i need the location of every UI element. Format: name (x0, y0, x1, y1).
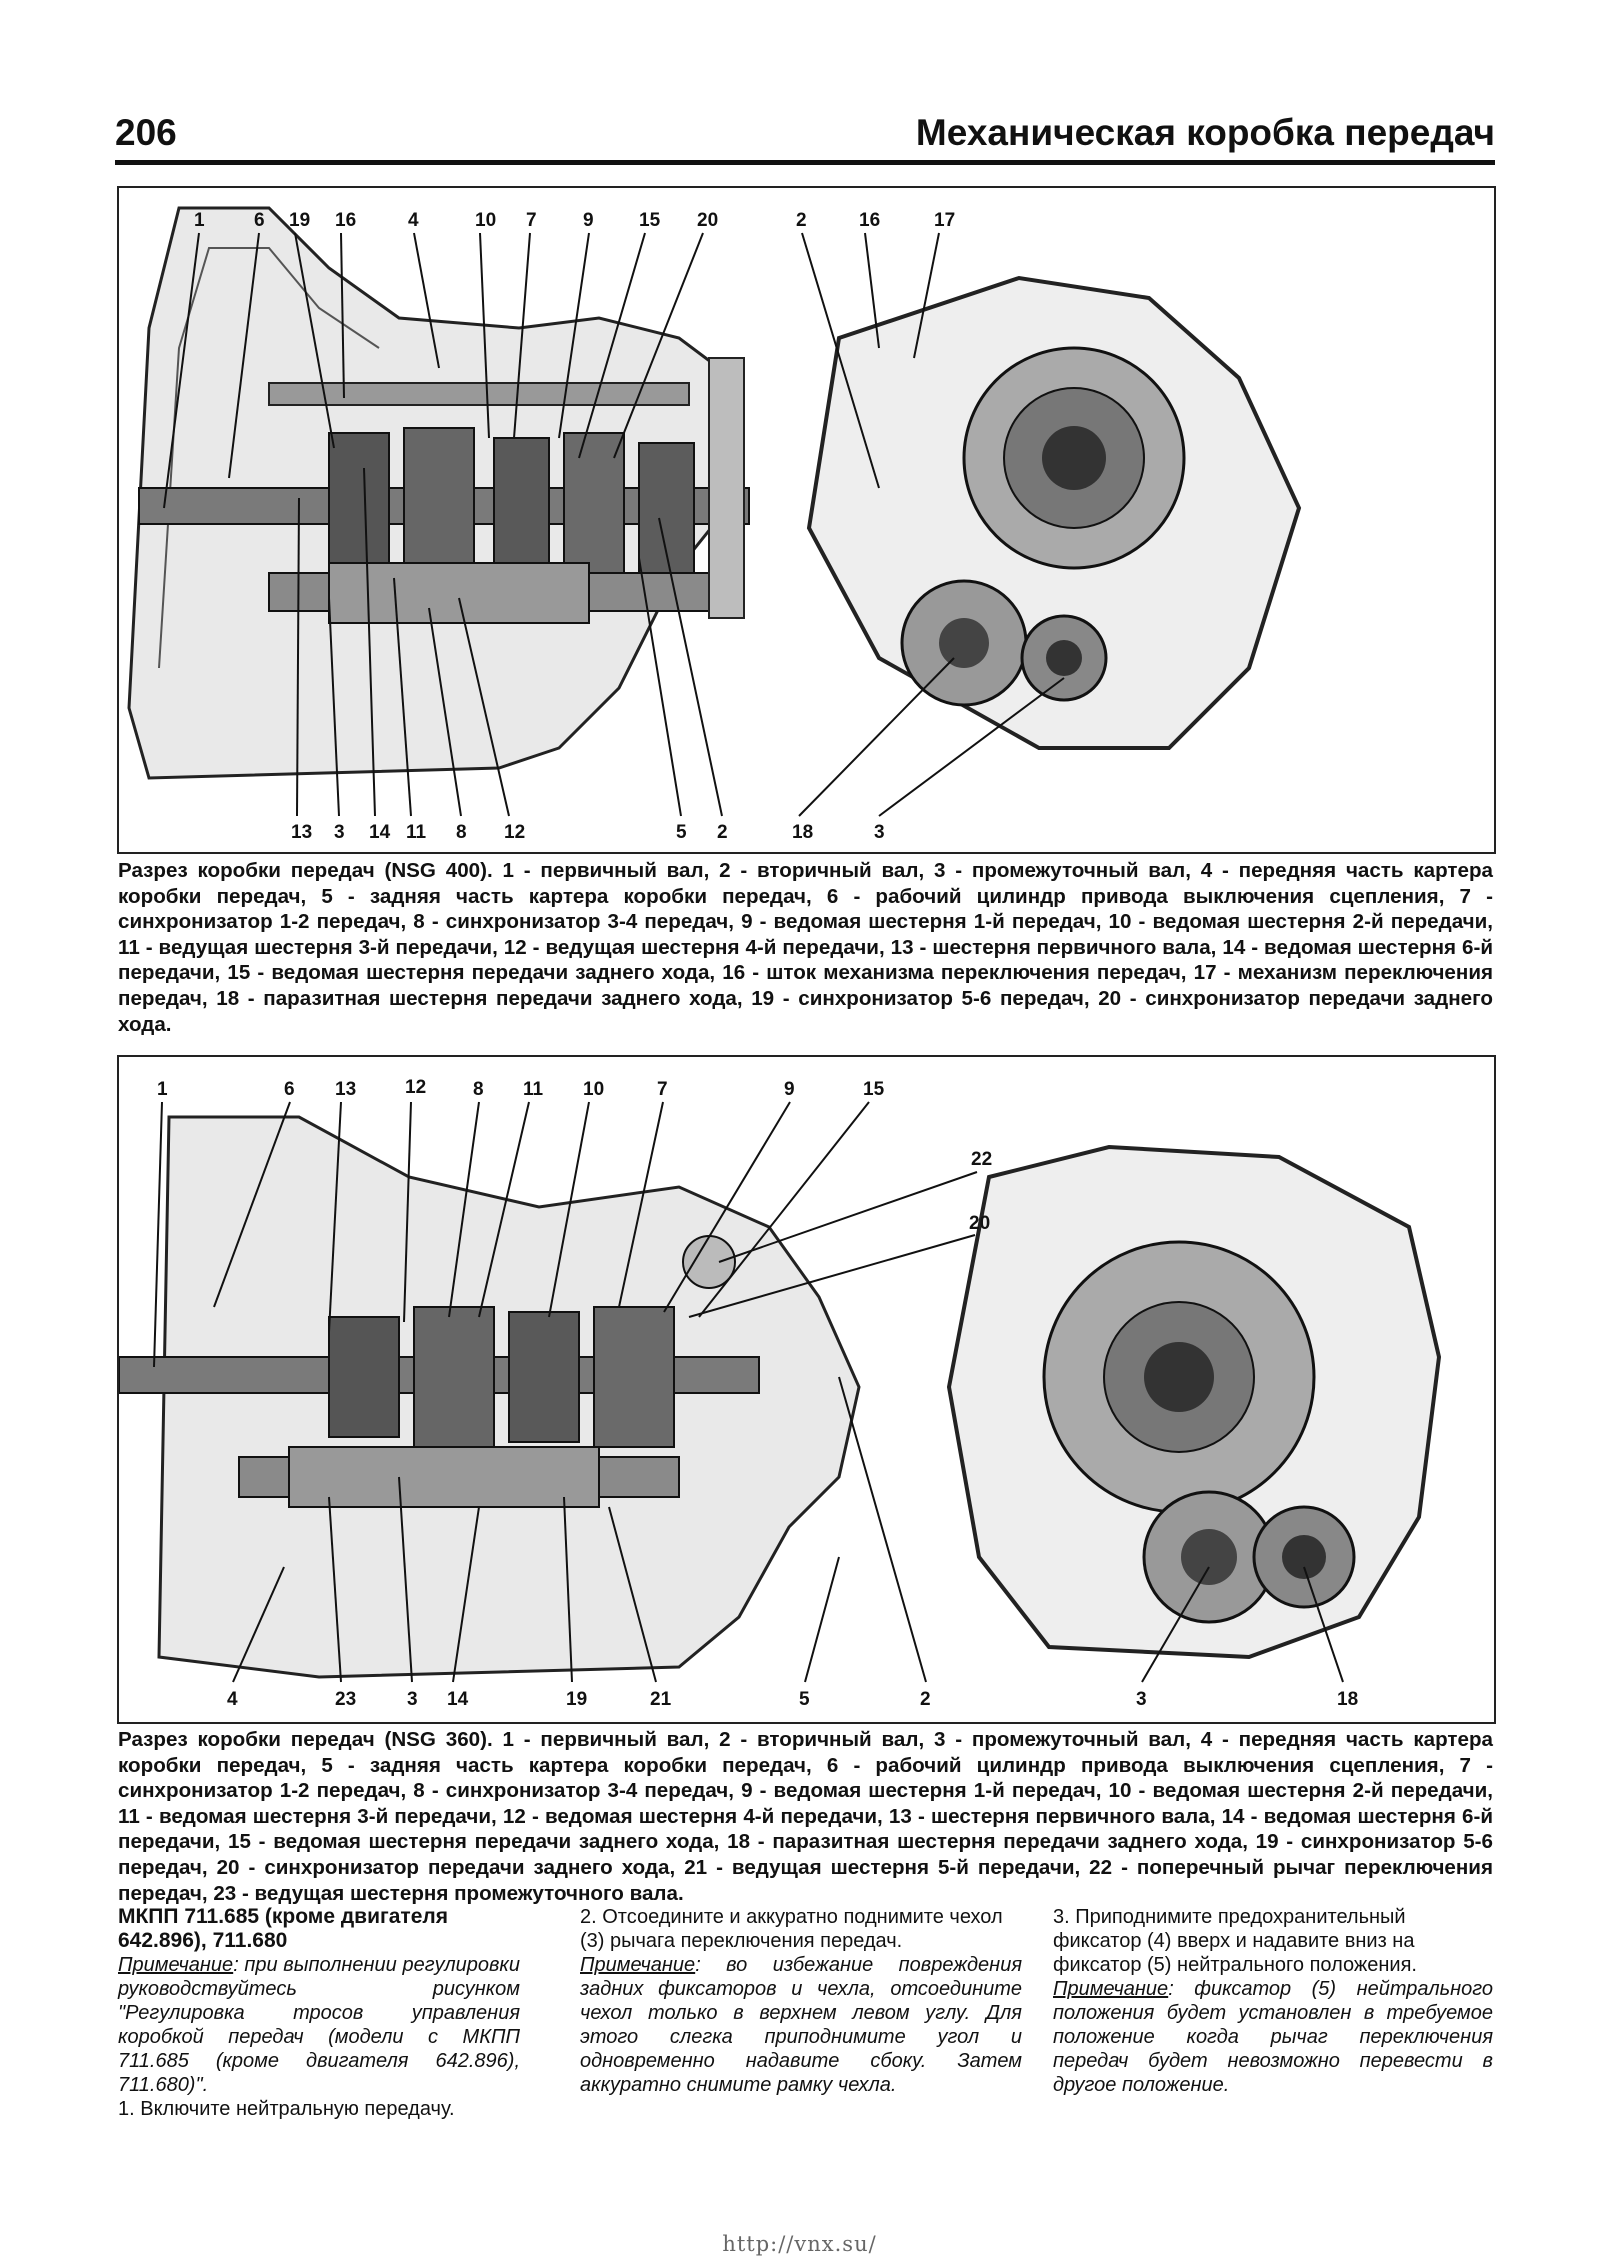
callout: 16 (335, 210, 356, 231)
callout: 13 (291, 822, 312, 843)
text-column-3: 3. Приподнимите предохранительный фиксат… (1053, 1905, 1493, 2097)
callout: 2 (796, 210, 807, 231)
callout: 5 (676, 822, 687, 843)
leader-lines-top (163, 232, 940, 509)
callout: 1 (194, 210, 205, 231)
callout: 19 (289, 210, 310, 231)
callout: 6 (284, 1079, 295, 1100)
header-rule (115, 160, 1495, 165)
callout: 2 (717, 822, 728, 843)
callout: 12 (405, 1077, 426, 1098)
step-1: 1. Включите нейтральную передачу. (118, 2098, 455, 2120)
callout: 15 (863, 1079, 885, 1100)
text-column-2: 2. Отсоедините и аккуратно поднимите чех… (580, 1905, 1022, 2097)
callout: 21 (650, 1689, 672, 1710)
figure-nsg360: 1 6 13 12 8 11 10 7 9 15 22 20 (117, 1055, 1496, 1724)
leader-lines-bottom (296, 467, 1065, 817)
callout: 2 (920, 1689, 931, 1710)
note-label: Примечание (1053, 1978, 1169, 2000)
note-label: Примечание (580, 1954, 696, 1976)
step-3: 3. Приподнимите предохранительный фиксат… (1053, 1906, 1417, 1976)
gearbox-diagram-nsg400: 1 6 19 16 4 10 7 9 15 20 2 16 17 (127, 206, 1302, 843)
callouts-bottom: 4 23 3 14 19 21 5 2 3 18 (227, 1689, 1358, 1710)
callout: 18 (792, 822, 813, 843)
callout: 10 (583, 1079, 604, 1100)
callout: 1 (157, 1079, 168, 1100)
callout: 7 (657, 1079, 668, 1100)
callout: 4 (227, 1689, 238, 1710)
callout: 18 (1337, 1689, 1358, 1710)
callout: 8 (473, 1079, 484, 1100)
note-text: : фиксатор (5) нейтрального положения бу… (1053, 1978, 1493, 2096)
callout: 3 (874, 822, 885, 843)
callout: 12 (504, 822, 525, 843)
callout: 4 (408, 210, 419, 231)
gearbox-diagram-nsg360: 1 6 13 12 8 11 10 7 9 15 22 20 (119, 1077, 1442, 1710)
callout: 6 (254, 210, 265, 231)
chapter-title: Механическая коробка передач (915, 112, 1495, 153)
callout: 14 (369, 822, 391, 843)
leader-lines-bottom (232, 1376, 1344, 1683)
step-2: 2. Отсоедините и аккуратно поднимите чех… (580, 1906, 1003, 1952)
figure-caption-nsg400: Разрез коробки передач (NSG 400). 1 - пе… (118, 859, 1493, 1036)
callout: 23 (335, 1689, 356, 1710)
figure-caption-nsg360: Разрез коробки передач (NSG 360). 1 - пе… (118, 1728, 1493, 1905)
footer-watermark-url: http://vnx.su/ (722, 2232, 877, 2256)
text-column-1: МКПП 711.685 (кроме двигателя 642.896), … (118, 1905, 520, 2121)
page-number: 206 (115, 112, 177, 153)
callout: 9 (784, 1079, 795, 1100)
figure-nsg400: 1 6 19 16 4 10 7 9 15 20 2 16 17 (117, 186, 1496, 854)
callout: 16 (859, 210, 880, 231)
callout: 15 (639, 210, 661, 231)
callout: 9 (583, 210, 594, 231)
callout: 10 (475, 210, 496, 231)
page-header: 206 Механическая коробка передач (115, 108, 1495, 160)
callout: 11 (523, 1079, 544, 1100)
callouts-bottom: 13 3 14 11 8 12 5 2 18 3 (291, 822, 885, 843)
callout: 20 (697, 210, 718, 231)
note: Примечание: при выполнении регулировки р… (118, 1953, 520, 2097)
callout: 8 (456, 822, 467, 843)
section-heading: МКПП 711.685 (кроме двигателя 642.896), … (118, 1905, 448, 1952)
note-text: : при выполнении регулировки руководству… (118, 1954, 520, 2096)
callout: 20 (969, 1213, 990, 1234)
callout: 3 (407, 1689, 418, 1710)
leader-lines-top (153, 1101, 978, 1368)
callout: 22 (971, 1149, 992, 1170)
callout: 13 (335, 1079, 356, 1100)
callout: 5 (799, 1689, 810, 1710)
note-text: : во избежание повреждения задних фиксат… (580, 1954, 1022, 2096)
callout: 3 (1136, 1689, 1147, 1710)
callout: 19 (566, 1689, 587, 1710)
callout: 3 (334, 822, 345, 843)
callout: 14 (447, 1689, 469, 1710)
note: Примечание: во избежание повреждения зад… (580, 1953, 1022, 2097)
note: Примечание: фиксатор (5) нейтрального по… (1053, 1977, 1493, 2097)
callouts-top: 1 6 13 12 8 11 10 7 9 15 (157, 1077, 885, 1100)
note-label: Примечание (118, 1954, 234, 1976)
callouts-right: 22 20 (969, 1149, 992, 1234)
callout: 17 (934, 210, 955, 231)
callout: 7 (526, 210, 537, 231)
callouts-top: 1 6 19 16 4 10 7 9 15 20 2 16 17 (194, 210, 955, 231)
callout: 11 (406, 822, 427, 843)
